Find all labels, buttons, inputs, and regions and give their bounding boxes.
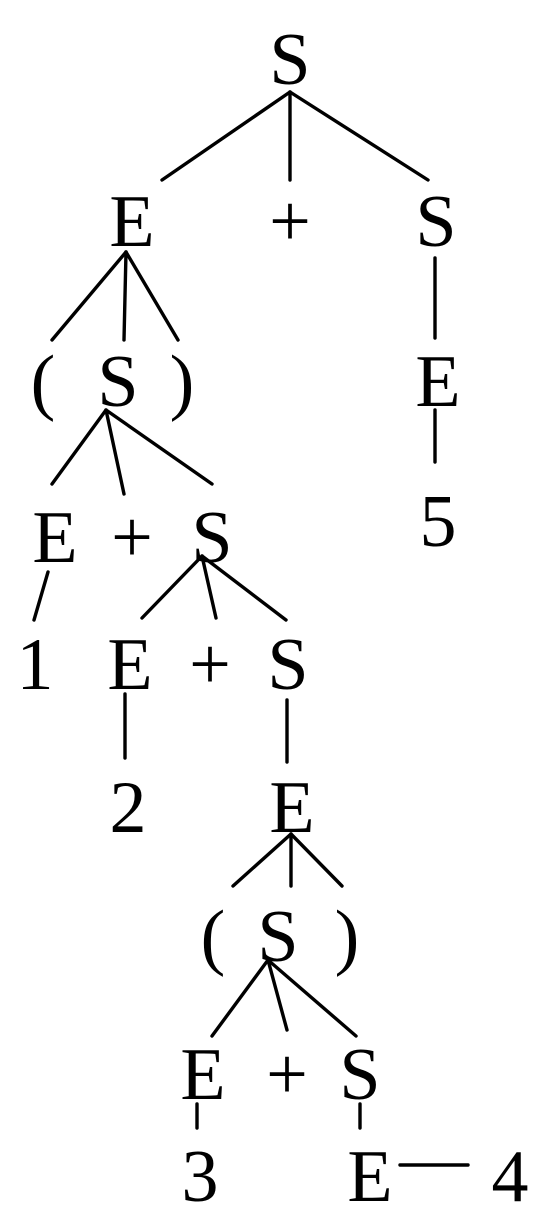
node-level8-e: E <box>347 1136 392 1218</box>
node-level7-s: S <box>339 1034 380 1116</box>
node-top-s: S <box>415 181 456 263</box>
edge-level3-s-to-level4-e <box>140 554 204 620</box>
edge-paren-s-2-to-level7-e <box>210 958 270 1038</box>
node-level4-plus: + <box>189 624 231 706</box>
edge-level5-e-to-paren-close-2 <box>289 832 344 888</box>
node-paren-close-1: ) <box>170 341 195 423</box>
node-level3-s: S <box>191 497 232 579</box>
edge-top-e-to-paren-close-1 <box>124 250 180 342</box>
node-paren-s-1: S <box>97 341 138 423</box>
edge-top-e-to-paren-open-1 <box>50 250 128 342</box>
node-level7-e: E <box>180 1034 225 1116</box>
node-level7-plus: + <box>266 1034 308 1116</box>
node-paren-close-2: ) <box>335 896 360 978</box>
edge-level3-s-to-level4-s <box>200 554 288 622</box>
node-leaf-1: 1 <box>17 624 54 706</box>
edge-level3-e-to-leaf-1 <box>32 570 50 622</box>
node-level5-e: E <box>269 767 314 849</box>
node-level4-e: E <box>107 624 152 706</box>
node-right-e: E <box>415 341 460 423</box>
edge-layer <box>32 90 470 1167</box>
edge-level5-e-to-paren-open-2 <box>231 832 293 888</box>
node-leaf-2: 2 <box>110 767 147 849</box>
edge-paren-s-1-to-level3-plus <box>104 408 126 496</box>
node-leaf-3: 3 <box>182 1136 219 1218</box>
node-leaf-4: 4 <box>492 1136 529 1218</box>
node-top-plus: + <box>269 181 311 263</box>
node-top-e: E <box>109 181 154 263</box>
node-level4-s: S <box>267 624 308 706</box>
node-paren-open-2: ( <box>201 896 226 978</box>
edge-top-e-to-paren-s-1 <box>122 250 128 342</box>
edge-paren-s-2-to-level7-s <box>266 958 358 1038</box>
edge-paren-s-2-to-level7-plus <box>266 958 289 1032</box>
node-level3-plus: + <box>111 497 153 579</box>
node-right-5: 5 <box>420 481 457 563</box>
node-root-s: S <box>269 19 310 101</box>
edge-root-s-to-top-e <box>160 90 292 182</box>
node-level3-e: E <box>32 497 77 579</box>
node-paren-open-1: ( <box>31 341 56 423</box>
edge-paren-s-1-to-level3-e <box>50 408 108 486</box>
edge-root-s-to-top-s <box>288 90 430 182</box>
edge-paren-s-1-to-level3-s <box>104 408 214 486</box>
node-paren-s-2: S <box>257 896 298 978</box>
edge-level3-s-to-level4-plus <box>200 554 218 620</box>
